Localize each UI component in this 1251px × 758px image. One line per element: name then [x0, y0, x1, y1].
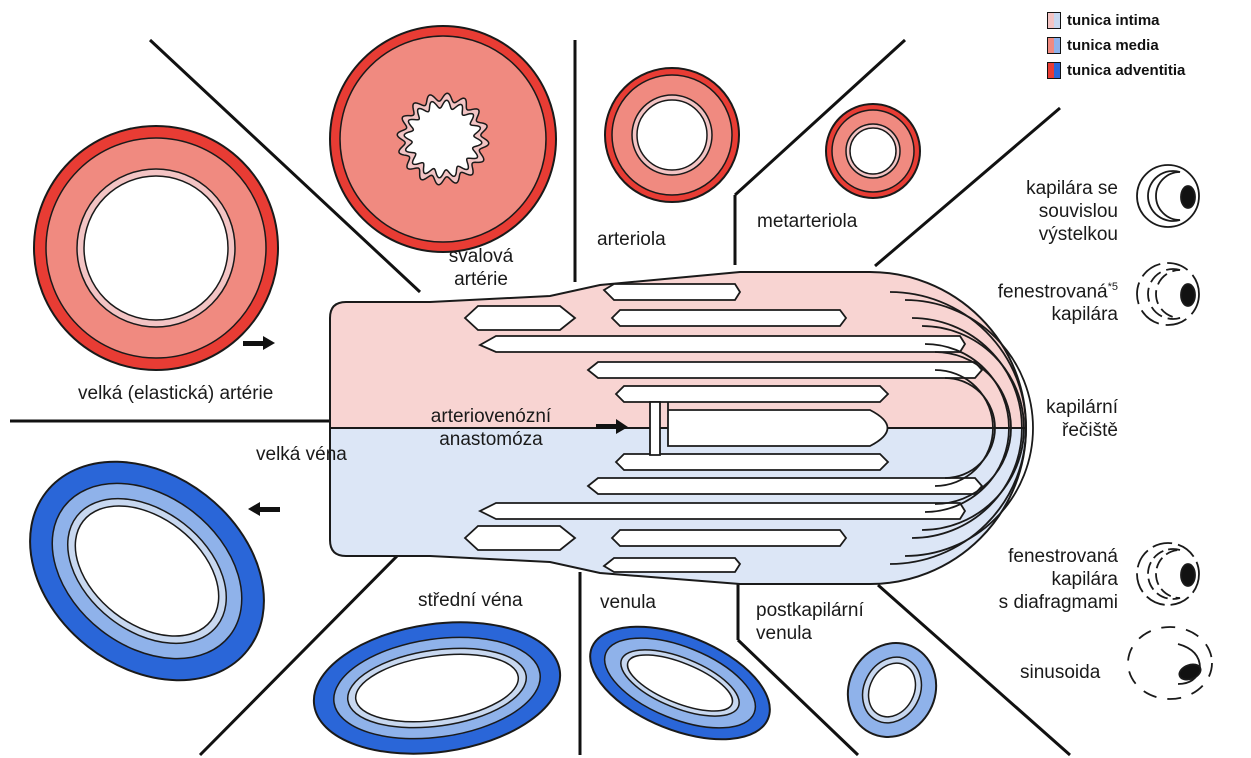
legend-label: tunica media — [1067, 37, 1159, 54]
label-capillary-bed: kapilární řečiště — [1000, 396, 1118, 442]
fenestrated-diaphragm-capillary-icon — [1137, 543, 1199, 605]
legend-item: tunica media — [1047, 33, 1185, 58]
label-elastic-artery: velká (elastická) artérie — [78, 382, 273, 405]
label-fenestrated-capillary: fenestrovaná*5 kapilára — [960, 276, 1118, 326]
legend-swatch — [1047, 37, 1061, 54]
label-text: fenestrovaná — [998, 281, 1108, 302]
label-line: kapilára se — [990, 177, 1118, 200]
arrow-left-icon — [248, 502, 280, 516]
label-line: svalová — [440, 245, 522, 268]
arteriole-section — [605, 68, 739, 202]
legend-label: tunica intima — [1067, 12, 1160, 29]
arrow-right-icon — [243, 336, 275, 350]
label-muscular-artery: svalová artérie — [440, 245, 522, 291]
label-line: artérie — [440, 268, 522, 291]
legend: tunica intima tunica media tunica advent… — [1047, 8, 1185, 83]
continuous-capillary-icon — [1137, 165, 1199, 227]
elastic-artery-section — [34, 126, 278, 370]
label-metarteriole: metarteriola — [757, 210, 857, 233]
label-line: venula — [756, 622, 864, 645]
label-line: anastomóza — [416, 428, 566, 451]
label-line: kapilární — [1000, 396, 1118, 419]
label-line: s diafragmami — [960, 591, 1118, 614]
label-line: postkapilární — [756, 599, 864, 622]
postcapillary-venule-section — [831, 627, 952, 752]
label-sinusoid: sinusoida — [1020, 661, 1100, 684]
label-line: arteriovenózní — [416, 405, 566, 428]
label-medium-vein: střední véna — [418, 589, 523, 612]
label-line: kapilára — [960, 303, 1118, 326]
label-line: souvislou — [990, 200, 1118, 223]
metarteriole-section — [826, 104, 920, 198]
legend-swatch — [1047, 62, 1061, 79]
legend-swatch — [1047, 12, 1061, 29]
label-av-anastomosis: arteriovenózní anastomóza — [416, 405, 566, 451]
legend-item: tunica adventitia — [1047, 58, 1185, 83]
label-line: fenestrovaná*5 — [960, 276, 1118, 303]
label-large-vein: velká véna — [256, 443, 347, 466]
label-line: řečiště — [1000, 419, 1118, 442]
label-fenestrated-diaphragm-capillary: fenestrovaná kapilára s diafragmami — [960, 545, 1118, 614]
label-arteriole: arteriola — [597, 228, 666, 251]
label-line: výstelkou — [990, 223, 1118, 246]
label-postcapillary-venule: postkapilární venula — [756, 599, 864, 645]
muscular-artery-section — [330, 26, 556, 252]
legend-label: tunica adventitia — [1067, 62, 1185, 79]
fenestrated-capillary-icon — [1137, 263, 1199, 325]
venule-section — [574, 604, 785, 758]
label-line: fenestrovaná — [960, 545, 1118, 568]
label-line: kapilára — [960, 568, 1118, 591]
legend-item: tunica intima — [1047, 8, 1185, 33]
label-continuous-capillary: kapilára se souvislou výstelkou — [990, 177, 1118, 246]
label-venule: venula — [600, 591, 656, 614]
label-superscript: *5 — [1108, 281, 1118, 293]
capillary-icons — [1128, 165, 1212, 699]
sinusoid-icon — [1128, 627, 1212, 699]
medium-vein-section — [305, 607, 568, 758]
